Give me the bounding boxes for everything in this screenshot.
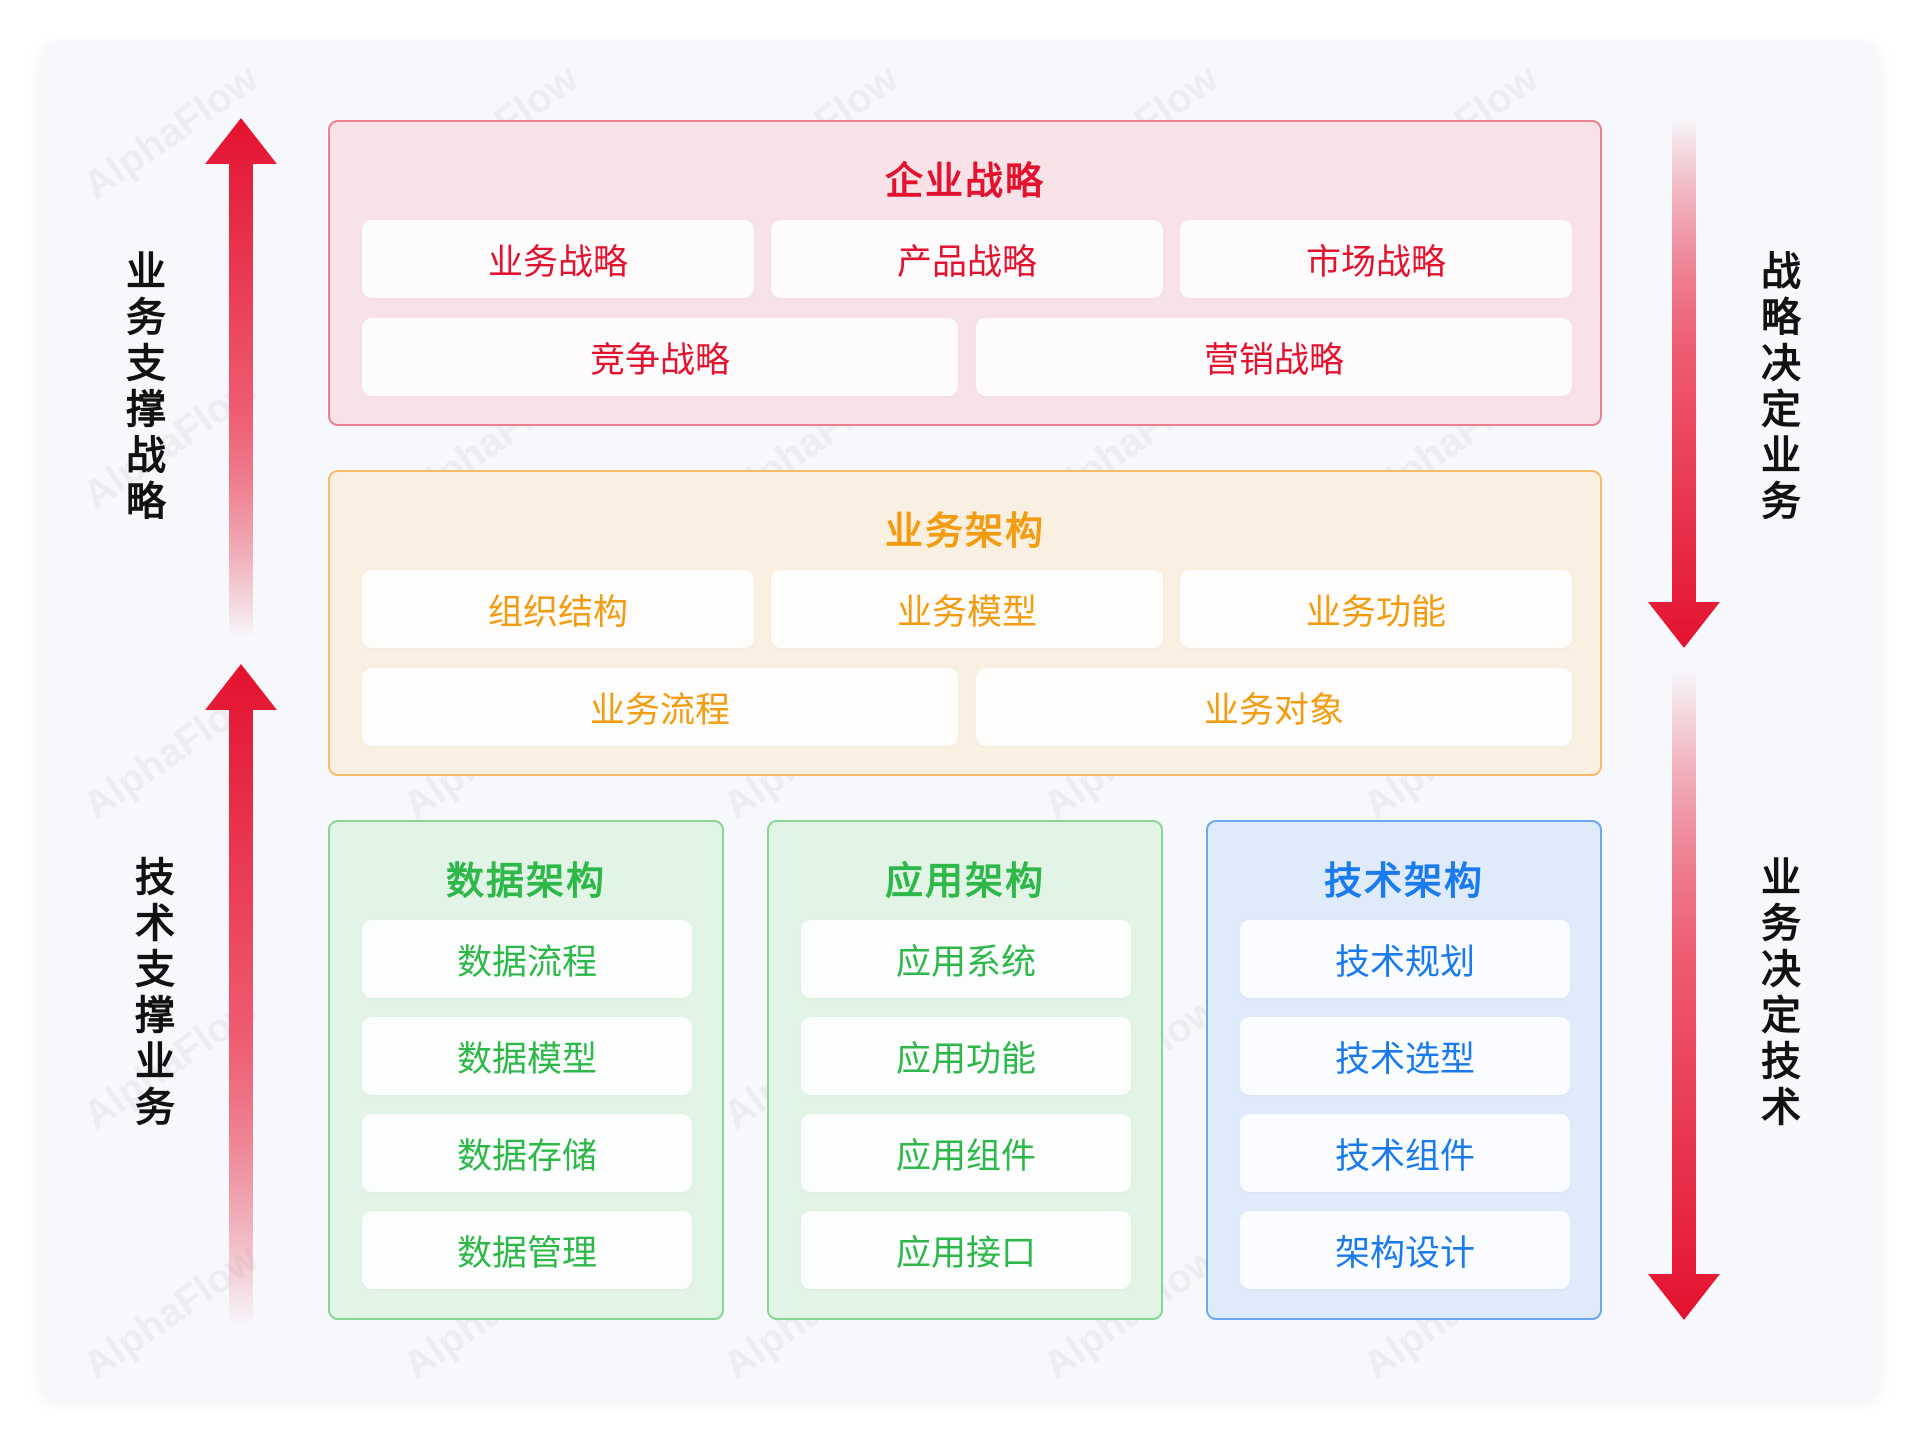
strategy-chip: 业务战略 [362, 220, 754, 298]
business-title: 业务架构 [884, 509, 1045, 553]
strategy-chip: 产品战略 [771, 220, 1163, 298]
app-arch-title: 应用架构 [884, 859, 1045, 903]
strategy-chip: 竞争战略 [362, 318, 958, 396]
down-arrow-bottom-right [1648, 670, 1720, 1320]
app-arch-chip: 应用功能 [801, 1017, 1131, 1095]
data-arch-title: 数据架构 [445, 859, 606, 903]
business-chip: 业务对象 [976, 668, 1572, 746]
business-panel: 业务架构 组织结构 业务模型 业务功能 业务流程 业务对象 [328, 470, 1602, 776]
app-arch-chip: 应用组件 [801, 1114, 1131, 1192]
business-chip: 业务流程 [362, 668, 958, 746]
tech-arch-chip: 架构设计 [1240, 1211, 1570, 1289]
right-label-bottom: 业务决定技术 [1754, 856, 1800, 1132]
tech-arch-chip: 技术选型 [1240, 1017, 1570, 1095]
data-arch-chip: 数据模型 [362, 1017, 692, 1095]
business-chip: 组织结构 [362, 570, 754, 648]
data-arch-chip: 数据流程 [362, 920, 692, 998]
strategy-title: 企业战略 [884, 159, 1045, 203]
up-arrow-bottom-left [205, 664, 277, 1326]
tech-arch-title: 技术架构 [1323, 859, 1484, 903]
app-arch-chip: 应用系统 [801, 920, 1131, 998]
app-arch-chip: 应用接口 [801, 1211, 1131, 1289]
app-arch-panel: 应用架构 应用系统 应用功能 应用组件 应用接口 [767, 820, 1163, 1320]
tech-arch-panel: 技术架构 技术规划 技术选型 技术组件 架构设计 [1206, 820, 1602, 1320]
business-chip: 业务功能 [1180, 570, 1572, 648]
up-arrow-top-left [205, 118, 277, 638]
left-label-bottom: 技术支撑业务 [128, 856, 174, 1132]
right-label-top: 战略决定业务 [1754, 250, 1800, 526]
tech-arch-chip: 技术规划 [1240, 920, 1570, 998]
data-arch-chip: 数据存储 [362, 1114, 692, 1192]
strategy-chip: 营销战略 [976, 318, 1572, 396]
strategy-panel: 企业战略 业务战略 产品战略 市场战略 竞争战略 营销战略 [328, 120, 1602, 426]
strategy-chip: 市场战略 [1180, 220, 1572, 298]
data-arch-panel: 数据架构 数据流程 数据模型 数据存储 数据管理 [328, 820, 724, 1320]
tech-arch-chip: 技术组件 [1240, 1114, 1570, 1192]
left-label-top: 业务支撑战略 [119, 250, 165, 526]
down-arrow-top-right [1648, 118, 1720, 648]
business-chip: 业务模型 [771, 570, 1163, 648]
data-arch-chip: 数据管理 [362, 1211, 692, 1289]
